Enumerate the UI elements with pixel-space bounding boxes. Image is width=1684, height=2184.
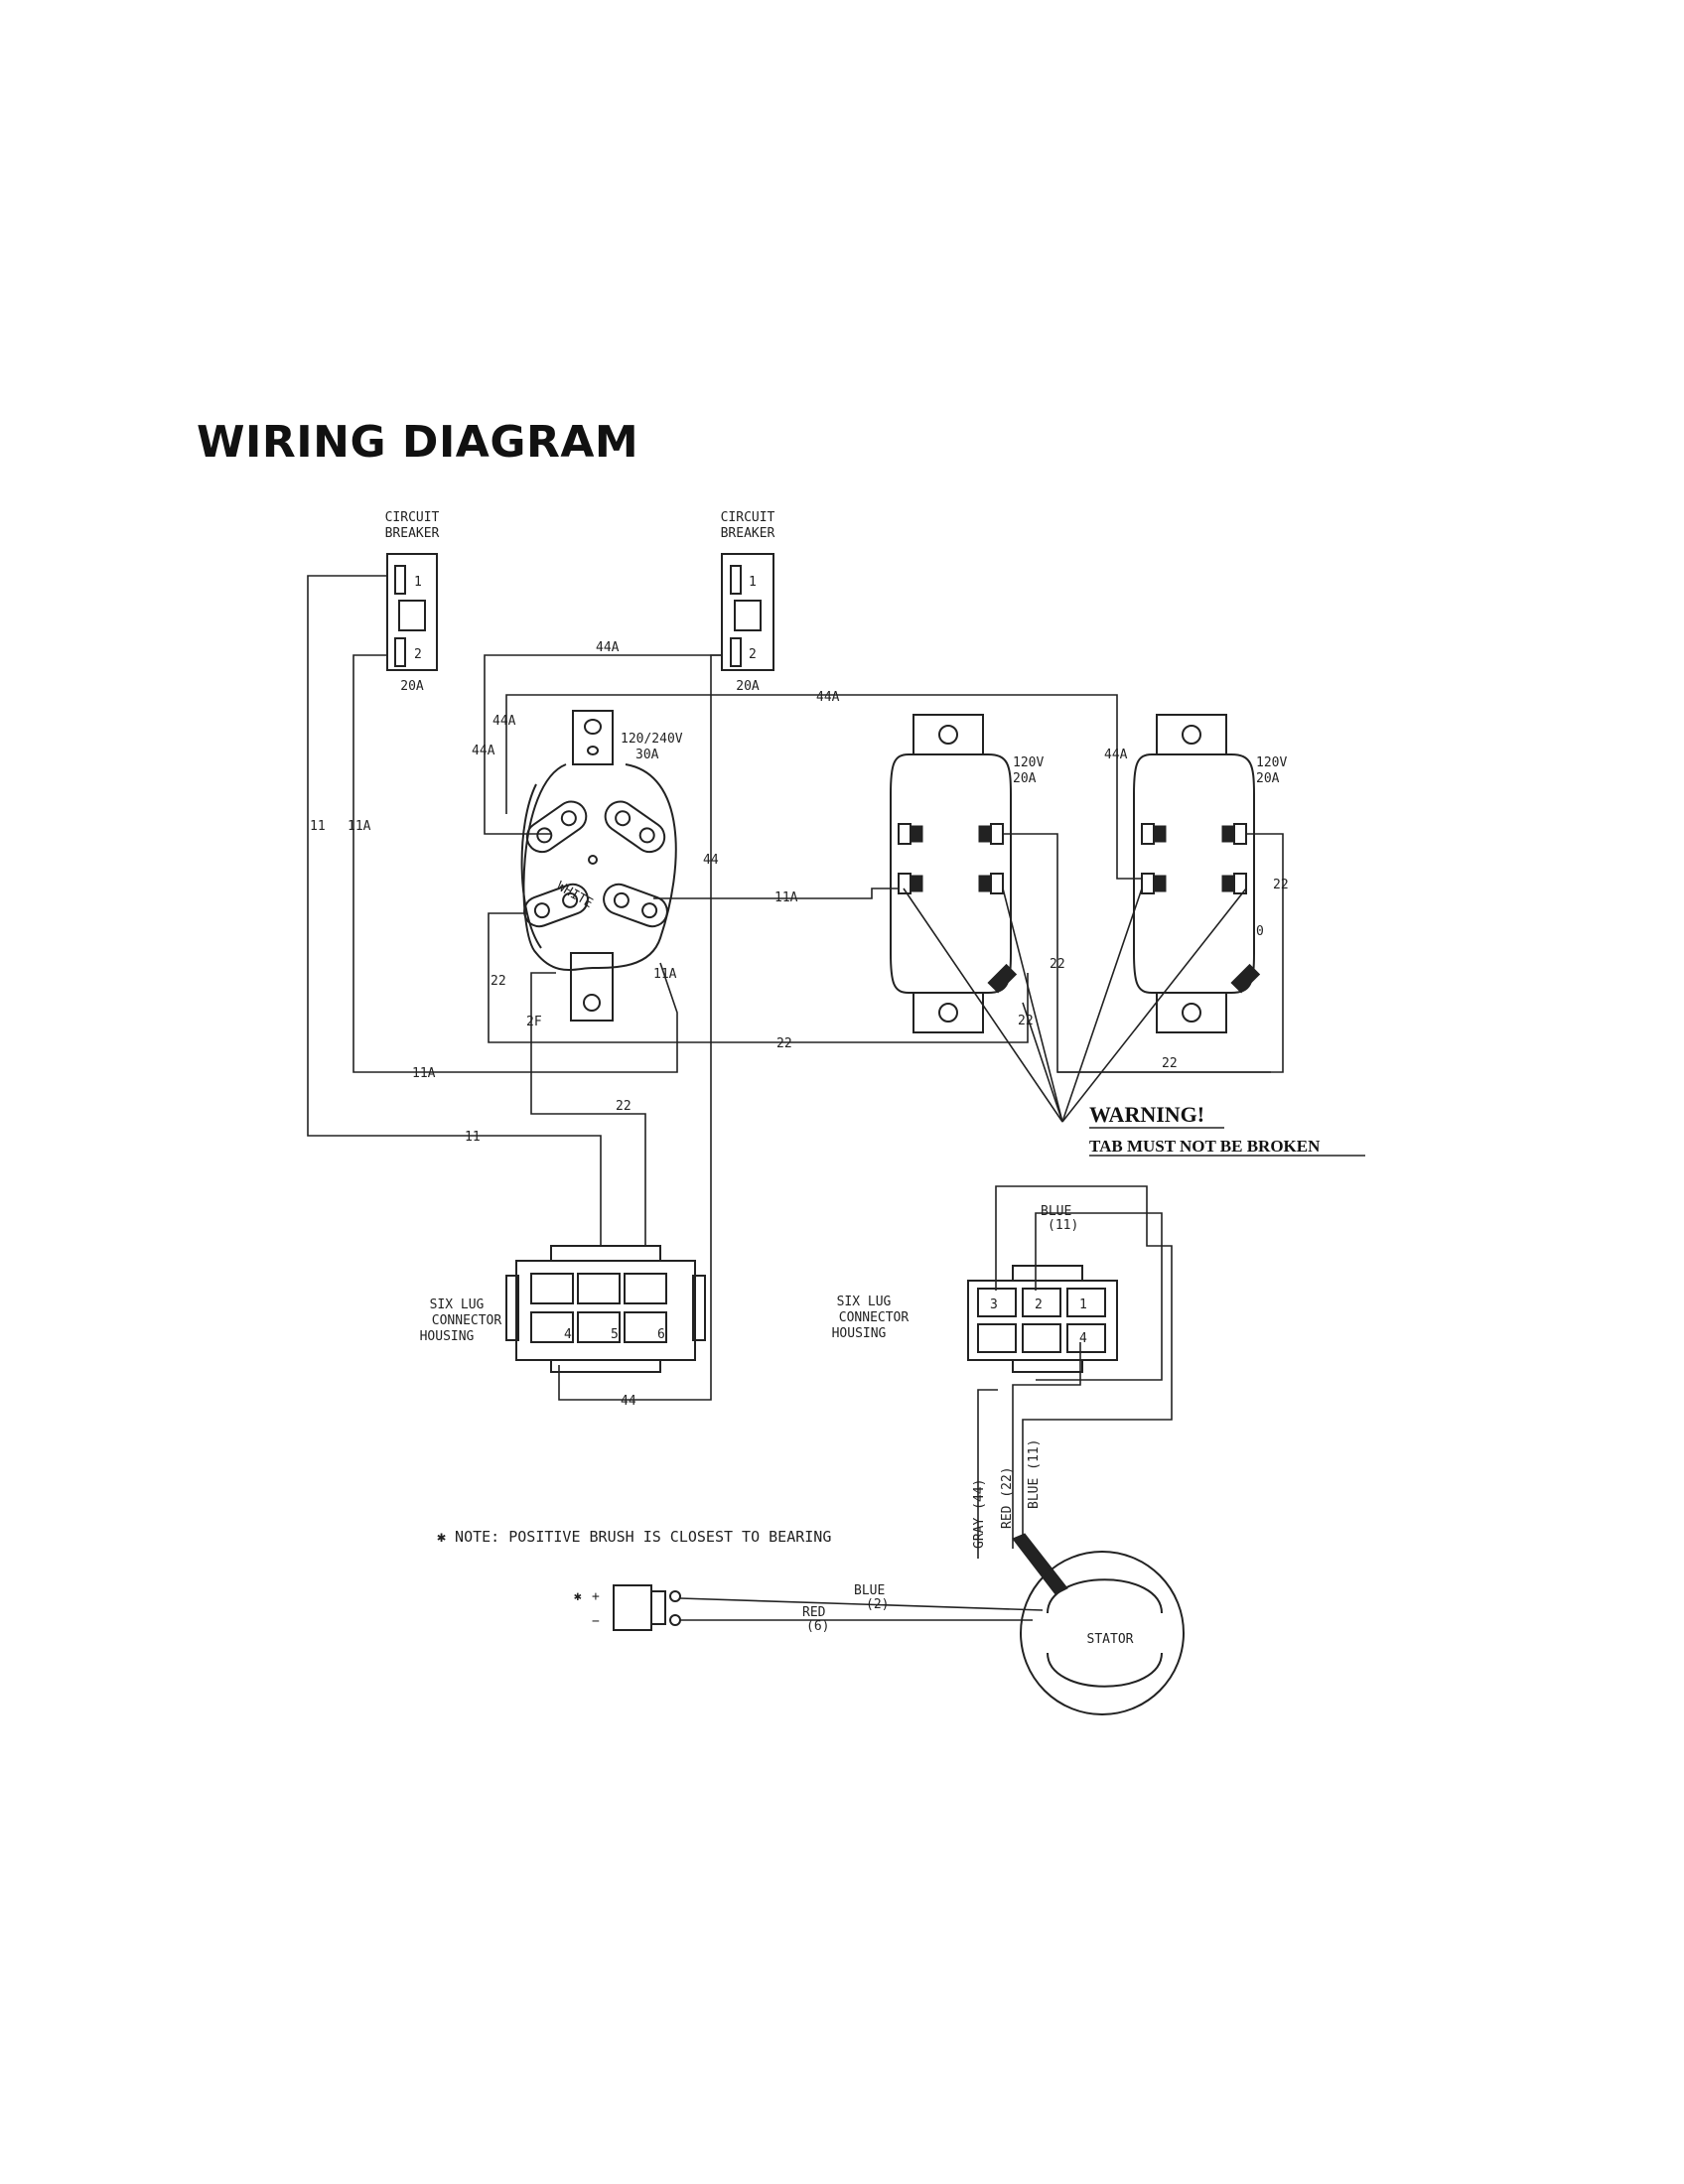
wire-22-label-c: 22 — [616, 1099, 632, 1114]
wire-44a-label-top: 44A — [596, 640, 620, 655]
wire-44a-label-mid: 44A — [816, 690, 840, 705]
breaker-left-label-2: BREAKER — [385, 526, 440, 541]
breaker-right-rating: 20A — [736, 679, 760, 694]
wire-44a-label-b: 44A — [472, 744, 495, 758]
outlet-left-voltage: 120V — [1013, 755, 1044, 770]
connector-right-line2: CONNECTOR — [839, 1310, 910, 1325]
outlet-right: 120V 20A 22 22 0 — [1057, 714, 1289, 1073]
outlet-left-22: 22 — [1050, 957, 1065, 972]
stator-gray: GRAY (44) — [972, 1479, 987, 1549]
stator: STATOR — [1020, 1551, 1185, 1715]
twist-lock-receptacle: 120/240V 30A WHITE 11A — [520, 710, 683, 1022]
stator-blue-top: BLUE — [1041, 1204, 1071, 1219]
breaker-right-pos2: 2 — [749, 647, 757, 662]
connector-left-line2: CONNECTOR — [432, 1313, 502, 1328]
outlet-right-22: 22 — [1273, 878, 1289, 892]
brush-plus: + — [592, 1589, 600, 1604]
connector-left-lug-6: 6 — [657, 1327, 665, 1342]
circuit-breaker-right: CIRCUIT BREAKER 1 2 20A — [721, 510, 775, 694]
wire-22-label-a: 22 — [491, 974, 506, 989]
stator-wiring: BLUE (11) GRAY (44) RED (22) BLUE (11) — [972, 1185, 1173, 1595]
warning-text: TAB MUST NOT BE BROKEN — [1089, 1137, 1321, 1156]
connector-left-lug-4: 4 — [564, 1327, 572, 1342]
brush-red-num: (6) — [806, 1619, 829, 1634]
brush-star: ✱ — [574, 1589, 582, 1604]
breaker-left-label-1: CIRCUIT — [385, 510, 440, 525]
breaker-right-label-1: CIRCUIT — [721, 510, 775, 525]
outlet-right-22-b: 22 — [1162, 1056, 1178, 1071]
wire-22-label-b: 22 — [776, 1036, 792, 1051]
connector-left-line3: HOUSING — [420, 1329, 475, 1344]
outlet-left-amps: 20A — [1013, 771, 1037, 786]
connector-right-lug-4: 4 — [1079, 1331, 1087, 1346]
wire-44a-label-right: 44A — [1104, 748, 1128, 762]
brush-assembly: ✱ + − BLUE (2) RED (6) — [574, 1583, 1044, 1634]
stator-label: STATOR — [1087, 1632, 1134, 1647]
outlet-right-voltage: 120V — [1256, 755, 1287, 770]
connector-right-lug-3: 3 — [990, 1297, 998, 1312]
brush-blue-num: (2) — [866, 1597, 889, 1612]
warning-title: WARNING! — [1089, 1102, 1204, 1127]
circuit-breaker-left: CIRCUIT BREAKER 1 2 20A — [385, 510, 440, 694]
six-lug-connector-right: SIX LUG CONNECTOR HOUSING 3 2 1 4 — [832, 1265, 1118, 1373]
outlet-right-amps: 20A — [1256, 771, 1280, 786]
connector-left-line1: SIX LUG — [430, 1297, 485, 1312]
twist-lock-amps: 30A — [635, 748, 659, 762]
wire-44-label: 44 — [703, 853, 719, 868]
breaker-left-body — [386, 553, 438, 671]
breaker-right-pos1: 1 — [749, 575, 757, 590]
twist-lock-11a: 11A — [653, 967, 677, 982]
wire-11a-label: 11A — [348, 819, 371, 834]
stator-red: RED (22) — [1000, 1466, 1015, 1529]
brush-blue: BLUE — [854, 1583, 885, 1598]
outlet-right-0: 0 — [1256, 924, 1264, 939]
stator-blue-top-num: (11) — [1048, 1218, 1078, 1233]
wire-44-label-bottom: 44 — [621, 1394, 636, 1409]
wire-2f-label: 2F — [526, 1015, 542, 1029]
connector-right-lug-2: 2 — [1035, 1297, 1043, 1312]
stator-blue: BLUE (11) — [1027, 1439, 1042, 1509]
breaker-right-body — [721, 553, 774, 671]
connector-left-lug-5: 5 — [611, 1327, 619, 1342]
breaker-right-label-2: BREAKER — [721, 526, 775, 541]
brush-red: RED — [802, 1605, 826, 1620]
page-title: WIRING DIAGRAM — [197, 417, 639, 468]
warning-leader-lines — [903, 887, 1247, 1123]
connector-right-lug-1: 1 — [1079, 1297, 1087, 1312]
wire-11-label: 11 — [310, 819, 326, 834]
wire-11a-label-bottom: 11A — [412, 1066, 436, 1081]
wire-11-label-bottom: 11 — [465, 1130, 481, 1145]
breaker-left-rating: 20A — [400, 679, 424, 694]
wiring-left: 11 11 11A 11A 44A 44A 44A 44A 44A 44 44 … — [307, 575, 1142, 1409]
wire-11a-label-right: 11A — [774, 890, 798, 905]
wire-44a-label-a: 44A — [492, 714, 516, 729]
twist-lock-voltage: 120/240V — [621, 732, 683, 747]
six-lug-connector-left: SIX LUG CONNECTOR HOUSING 4 5 6 — [420, 1245, 706, 1373]
breaker-left-pos1: 1 — [414, 575, 422, 590]
brush-note: ✱ NOTE: POSITIVE BRUSH IS CLOSEST TO BEA… — [437, 1528, 831, 1546]
connector-right-line3: HOUSING — [832, 1326, 887, 1341]
breaker-left-pos2: 2 — [414, 647, 422, 662]
outlet-left: 120V 20A 22 22 — [890, 714, 1271, 1073]
connector-right-line1: SIX LUG — [837, 1295, 892, 1309]
brush-minus: − — [592, 1614, 600, 1629]
